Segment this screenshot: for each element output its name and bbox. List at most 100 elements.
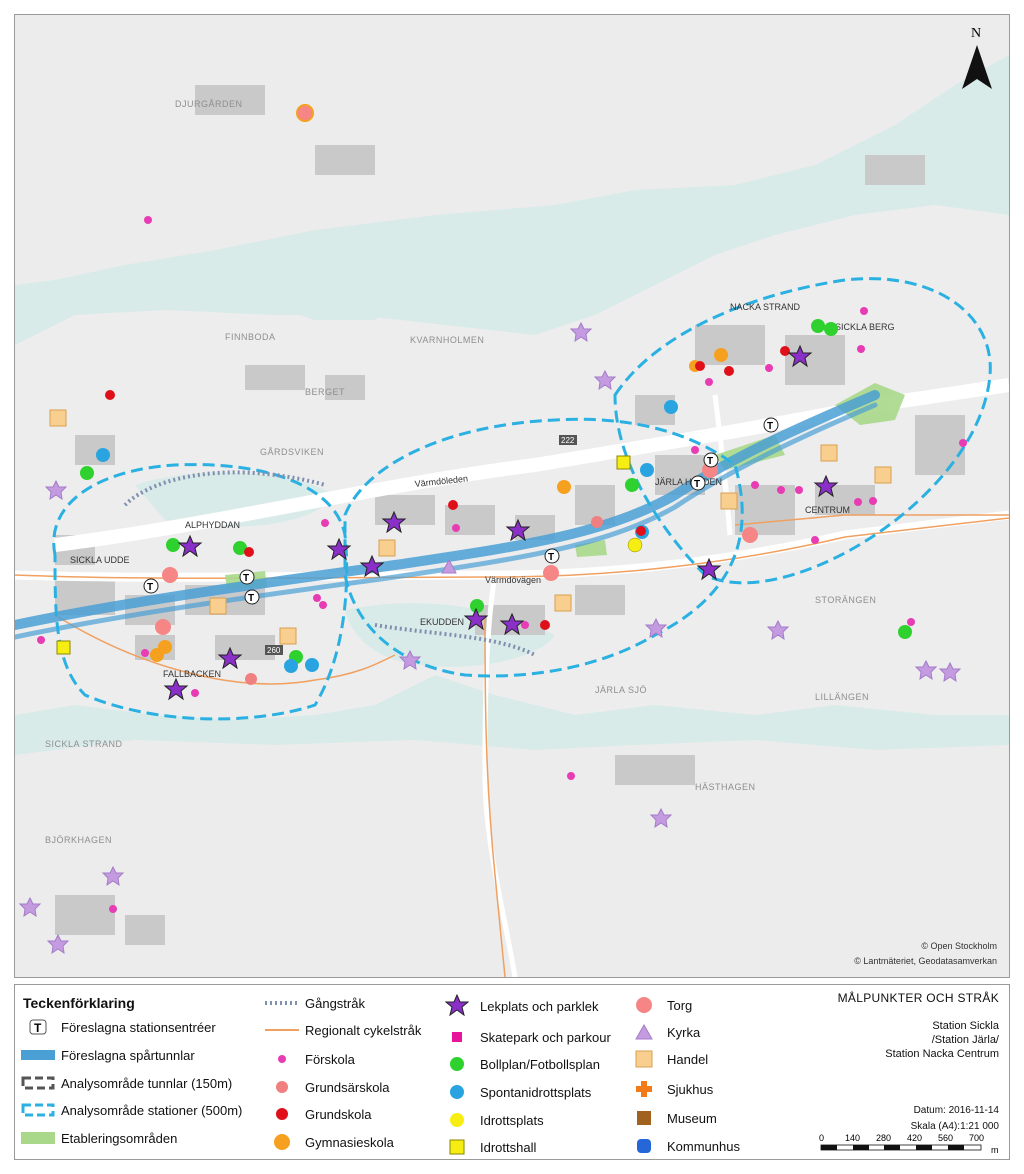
svg-text:420: 420 bbox=[907, 1133, 922, 1143]
north-arrow-icon: N bbox=[962, 26, 992, 89]
walkways bbox=[123, 470, 536, 657]
legend-item-high-school: Gymnasieskola bbox=[265, 1131, 394, 1153]
label-kvarnholmen: KVARNHOLMEN bbox=[410, 335, 484, 345]
poi-playground[interactable] bbox=[164, 345, 838, 700]
preschool-icon bbox=[265, 1048, 299, 1070]
label-alphyddan: ALPHYDDAN bbox=[185, 520, 240, 530]
label-sickla-udde: SICKLA UDDE bbox=[70, 555, 130, 565]
legend-item-walkway: Gångstråk bbox=[265, 992, 365, 1014]
svg-text:0: 0 bbox=[819, 1133, 824, 1143]
station-entrance-icon: T bbox=[21, 1016, 55, 1038]
land-north bbox=[15, 15, 1009, 285]
legend-item-church: Kyrka bbox=[627, 1021, 700, 1043]
legend-item-football: Bollplan/Fotbollsplan bbox=[440, 1053, 600, 1075]
star-icon bbox=[440, 994, 474, 1017]
route-shield-260 bbox=[265, 645, 283, 655]
land-south bbox=[15, 740, 1009, 977]
svg-text:T: T bbox=[147, 582, 153, 593]
legend-item-playground: Lekplats och parklek bbox=[440, 994, 599, 1017]
rail-tunnel-swatch bbox=[21, 1044, 55, 1066]
legend-item-skatepark: Skatepark och parkour bbox=[440, 1026, 611, 1048]
rail-tunnel bbox=[15, 390, 880, 640]
regional-bike-swatch bbox=[265, 1019, 299, 1041]
analysis-stations-swatch bbox=[21, 1099, 55, 1121]
legend-item-rail-tunnel: Föreslagna spårtunnlar bbox=[21, 1044, 195, 1066]
svg-text:T: T bbox=[34, 1021, 42, 1035]
map-date: Datum: 2016-11-14 bbox=[913, 1105, 999, 1116]
museum-icon bbox=[627, 1107, 661, 1129]
credit-open-stockholm: © Open Stockholm bbox=[921, 941, 997, 951]
skatepark-icon bbox=[440, 1026, 474, 1048]
walkway-swatch bbox=[265, 992, 299, 1014]
square-torg-icon bbox=[627, 994, 661, 1016]
label-finnboda: FINNBODA bbox=[225, 332, 276, 342]
legend-item-analysis-tunnels: Analysområde tunnlar (150m) bbox=[21, 1072, 232, 1094]
map-canvas[interactable]: DJURGÅRDEN FINNBODA KVARNHOLMEN BERGET G… bbox=[15, 15, 1009, 977]
route-number-222: 222 bbox=[561, 436, 575, 445]
poi-preschool[interactable] bbox=[37, 216, 967, 913]
high-school-icon bbox=[265, 1131, 299, 1153]
poi-special-school[interactable] bbox=[245, 516, 603, 685]
establishment-areas-swatch bbox=[21, 1127, 55, 1149]
poi-sports-ground[interactable] bbox=[627, 537, 643, 553]
football-icon bbox=[440, 1053, 474, 1075]
map-scale: Skala (A4):1:21 000 bbox=[910, 1121, 999, 1132]
church-icon bbox=[627, 1021, 661, 1043]
legend-item-station-entrance: T Föreslagna stationsentréer bbox=[21, 1016, 216, 1038]
scale-bar: 0 140 280 420 560 700 m bbox=[819, 1133, 999, 1155]
svg-text:T: T bbox=[694, 479, 700, 490]
legend-item-hospital: Sjukhus bbox=[627, 1078, 713, 1100]
svg-text:T: T bbox=[767, 421, 773, 432]
bay-north bbox=[285, 290, 395, 320]
poi-football[interactable] bbox=[80, 319, 912, 664]
legend-item-establishment-areas: Etableringsområden bbox=[21, 1127, 177, 1149]
spontaneous-sports-icon bbox=[440, 1081, 474, 1103]
legend-item-regional-bike: Regionalt cykelstråk bbox=[265, 1019, 421, 1041]
label-jarla-sjo: JÄRLA SJÖ bbox=[595, 685, 647, 695]
map-subtitle: Station Sickla /Station Järla/ Station N… bbox=[885, 1020, 999, 1060]
svg-text:560: 560 bbox=[938, 1133, 953, 1143]
legend-item-special-school: Grundsärskola bbox=[265, 1076, 390, 1098]
primary-school-icon bbox=[265, 1103, 299, 1125]
map-title: MÅLPUNKTER OCH STRÅK bbox=[837, 991, 999, 1005]
route-number-260: 260 bbox=[267, 646, 281, 655]
route-shield-222 bbox=[559, 435, 577, 445]
building-blocks bbox=[55, 85, 965, 945]
legend-item-municipal-hall: Kommunhus bbox=[627, 1135, 740, 1157]
svg-text:T: T bbox=[248, 593, 254, 604]
poi-sports-hall[interactable] bbox=[56, 455, 631, 655]
svg-text:m: m bbox=[991, 1145, 999, 1155]
legend-item-retail: Handel bbox=[627, 1048, 708, 1070]
poi-church[interactable] bbox=[19, 321, 961, 954]
analysis-area-stations bbox=[52, 277, 992, 721]
north-label: N bbox=[971, 26, 981, 41]
svg-text:T: T bbox=[707, 456, 713, 467]
label-varmdovagen: Värmdövägen bbox=[485, 575, 541, 585]
map-area[interactable]: DJURGÅRDEN FINNBODA KVARNHOLMEN BERGET G… bbox=[14, 14, 1010, 978]
legend-item-analysis-stations: Analysområde stationer (500m) bbox=[21, 1099, 242, 1121]
label-sickla-berg: SICKLA BERG bbox=[835, 322, 895, 332]
label-berget: BERGET bbox=[305, 387, 345, 397]
station-entrances[interactable]: T T T T T T T bbox=[143, 417, 779, 605]
poi-spontaneous-sports[interactable] bbox=[96, 400, 678, 673]
label-jarla-hojden: JÄRLA HÖJDEN bbox=[655, 477, 722, 487]
legend-item-square: Torg bbox=[627, 994, 692, 1016]
sports-ground-icon bbox=[440, 1109, 474, 1131]
legend-title: Teckenförklaring bbox=[23, 995, 135, 1011]
svg-text:T: T bbox=[243, 573, 249, 584]
legend-item-sports-ground: Idrottsplats bbox=[440, 1109, 544, 1131]
sports-hall-icon bbox=[440, 1136, 474, 1158]
legend-item-primary-school: Grundskola bbox=[265, 1103, 371, 1125]
legend-item-museum: Museum bbox=[627, 1107, 717, 1129]
label-bjorkhagen: BJÖRKHAGEN bbox=[45, 835, 112, 845]
svg-text:140: 140 bbox=[845, 1133, 860, 1143]
map-credits: © Open Stockholm © Lantmäteriet, Geodata… bbox=[854, 939, 997, 969]
poi-primary-school[interactable] bbox=[105, 346, 790, 630]
analysis-tunnels-swatch bbox=[21, 1072, 55, 1094]
label-sickla-strand: SICKLA STRAND bbox=[45, 739, 123, 749]
label-centrum: CENTRUM bbox=[805, 505, 850, 515]
label-ekudden: EKUDDEN bbox=[420, 617, 464, 627]
place-labels: DJURGÅRDEN FINNBODA KVARNHOLMEN BERGET G… bbox=[45, 99, 895, 845]
poi-retail[interactable] bbox=[49, 409, 892, 645]
legend-item-spontaneous-sports: Spontanidrottsplats bbox=[440, 1081, 591, 1103]
